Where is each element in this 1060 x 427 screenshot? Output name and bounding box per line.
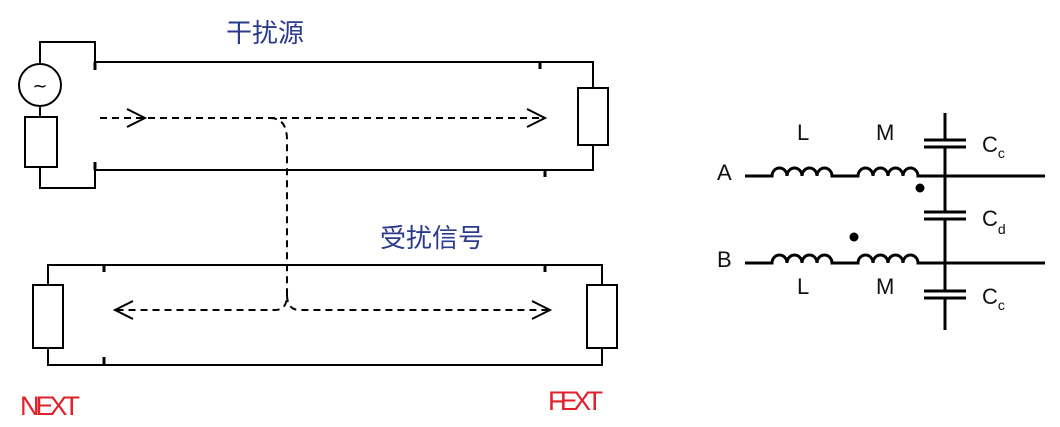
victim-transmission-line [32,264,618,366]
far-end-resistor [586,284,618,349]
equivalent-circuit [745,113,1045,330]
inductor-b-label: L [797,274,809,299]
victim-label: 受扰信号 [380,224,484,254]
polarity-dot-a [915,183,925,193]
next-label: NEXT [20,391,80,421]
inductor-a-label: L [797,120,809,145]
aggressor-transmission-line [18,41,609,189]
polarity-dot-b [849,232,859,242]
capacitor-plates [924,138,966,300]
aggressor-label: 干扰源 [226,19,304,49]
cc-bottom-label: Cc [982,284,1005,313]
source-symbol: ~ [32,76,47,97]
arrowheads [112,108,553,320]
load-resistor [577,87,609,146]
line-b [745,253,1045,265]
node-b-label: B [717,247,732,272]
mutual-a-label: M [876,120,894,145]
source-resistor [24,116,58,168]
cd-label: Cd [982,206,1006,237]
fext-label: FEXT [548,386,603,416]
line-a [745,166,1045,178]
node-a-label: A [717,160,732,185]
mutual-b-label: M [876,274,894,299]
signal-paths [100,117,550,311]
near-end-resistor [32,284,64,349]
cc-top-label: Cc [982,132,1005,161]
